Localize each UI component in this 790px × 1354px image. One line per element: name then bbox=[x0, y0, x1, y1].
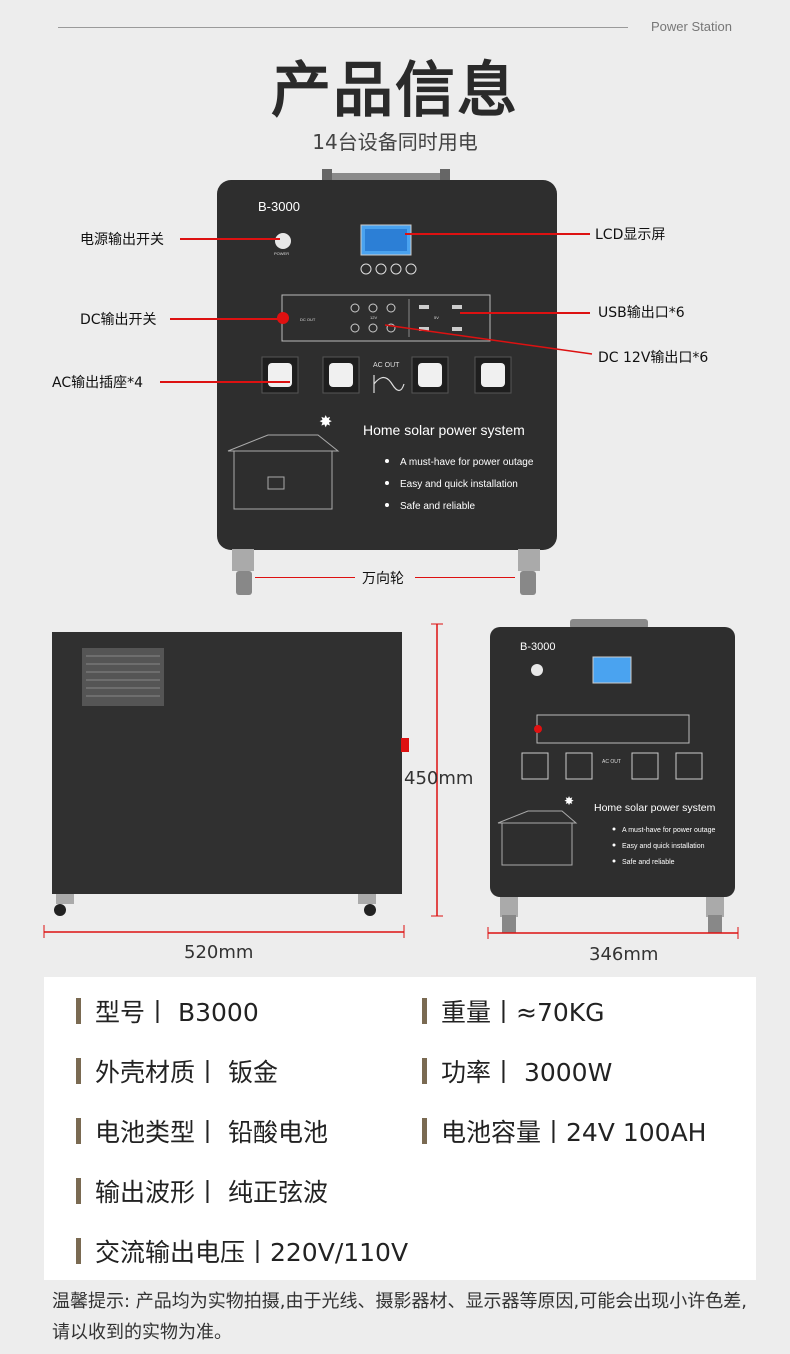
power-button bbox=[275, 233, 291, 249]
svg-text:✸: ✸ bbox=[564, 794, 574, 808]
callout-line-ac bbox=[160, 381, 290, 383]
callout-line-usb bbox=[460, 312, 590, 314]
small-bullet-3: Safe and reliable bbox=[622, 859, 675, 866]
vent-grille bbox=[82, 648, 164, 706]
callout-line-wheel-left bbox=[255, 577, 355, 578]
height-dim-line bbox=[431, 623, 443, 917]
height-dimension: 450mm bbox=[404, 768, 474, 789]
v5-label: 5V bbox=[434, 315, 439, 320]
dc-out-label: DC OUT bbox=[300, 317, 316, 322]
side-switch bbox=[401, 738, 409, 752]
bullet-1: A must-have for power outage bbox=[400, 457, 534, 468]
width-dimension: 346mm bbox=[589, 944, 659, 965]
v12-label: 12V bbox=[370, 315, 377, 320]
page-subtitle: 14台设备同时用电 bbox=[312, 130, 478, 154]
callout-line-lcd bbox=[405, 233, 590, 235]
callout-lcd: LCD显示屏 bbox=[595, 227, 666, 243]
usb-ports bbox=[419, 305, 462, 331]
spec-waveform: 输出波形丨 纯正弦波 bbox=[76, 1173, 328, 1209]
side-device-illustration bbox=[43, 632, 409, 938]
spec-model: 型号丨 B3000 bbox=[76, 993, 259, 1029]
small-bullet-1: A must-have for power outage bbox=[622, 827, 715, 834]
model-label: B-3000 bbox=[258, 199, 300, 214]
page-title: 产品信息 bbox=[271, 56, 519, 126]
spec-shell: 外壳材质丨 钣金 bbox=[76, 1053, 278, 1089]
spec-weight: 重量丨≈70KG bbox=[422, 993, 605, 1029]
brand-label: Power Station bbox=[651, 19, 732, 34]
device-body bbox=[217, 180, 557, 550]
power-label: POWER bbox=[274, 251, 289, 256]
small-model-label: B-3000 bbox=[520, 641, 555, 653]
small-bullet-2: Easy and quick installation bbox=[622, 843, 705, 850]
spec-power: 功率丨 3000W bbox=[422, 1053, 612, 1089]
small-front-device-illustration: B-3000 AC OUT ✸ Home solar power system … bbox=[487, 619, 739, 939]
callout-usb: USB输出口*6 bbox=[598, 305, 685, 321]
caster-wheels bbox=[232, 549, 540, 595]
bullet-2: Easy and quick installation bbox=[400, 479, 518, 490]
spec-battery-type: 电池类型丨 铅酸电池 bbox=[76, 1113, 328, 1149]
lcd-button-1 bbox=[360, 263, 372, 275]
lcd-button-2 bbox=[375, 263, 387, 275]
callout-line-dc12v bbox=[384, 324, 593, 355]
spec-panel: 型号丨 B3000 重量丨≈70KG 外壳材质丨 钣金 功率丨 3000W 电池… bbox=[44, 977, 756, 1280]
callout-line-wheel-right bbox=[415, 577, 515, 578]
callout-dot-dc bbox=[278, 314, 285, 321]
lcd-button-4 bbox=[405, 263, 417, 275]
ac-out-label: AC OUT bbox=[373, 362, 400, 369]
system-title: Home solar power system bbox=[363, 422, 525, 438]
spec-battery-capacity: 电池容量丨24V 100AH bbox=[422, 1113, 706, 1149]
bullet-3: Safe and reliable bbox=[400, 501, 475, 512]
callout-line-power bbox=[180, 238, 280, 240]
small-ac-out-label: AC OUT bbox=[602, 759, 621, 765]
spec-ac-voltage: 交流输出电压丨220V/110V bbox=[76, 1233, 408, 1269]
callout-dc-switch: DC输出开关 bbox=[80, 312, 157, 328]
dc12v-ports bbox=[350, 303, 396, 333]
disclaimer-note: 温馨提示: 产品均为实物拍摄,由于光线、摄影器材、显示器等原因,可能会出现小许色… bbox=[52, 1291, 747, 1343]
callout-ac-sockets: AC输出插座*4 bbox=[52, 375, 144, 391]
callout-wheels: 万向轮 bbox=[362, 571, 404, 587]
small-system-title: Home solar power system bbox=[594, 802, 716, 814]
side-wheels bbox=[54, 894, 376, 916]
header-divider bbox=[58, 27, 628, 28]
callout-dc12v: DC 12V输出口*6 bbox=[598, 350, 709, 366]
callout-line-dc bbox=[170, 318, 280, 320]
length-dimension: 520mm bbox=[184, 942, 254, 963]
sine-wave-icon bbox=[373, 375, 405, 393]
sun-icon: ✸ bbox=[319, 414, 332, 431]
house-icon bbox=[227, 434, 340, 510]
callout-power-switch: 电源输出开关 bbox=[80, 232, 164, 248]
lcd-button-3 bbox=[390, 263, 402, 275]
small-device-body bbox=[490, 627, 735, 897]
